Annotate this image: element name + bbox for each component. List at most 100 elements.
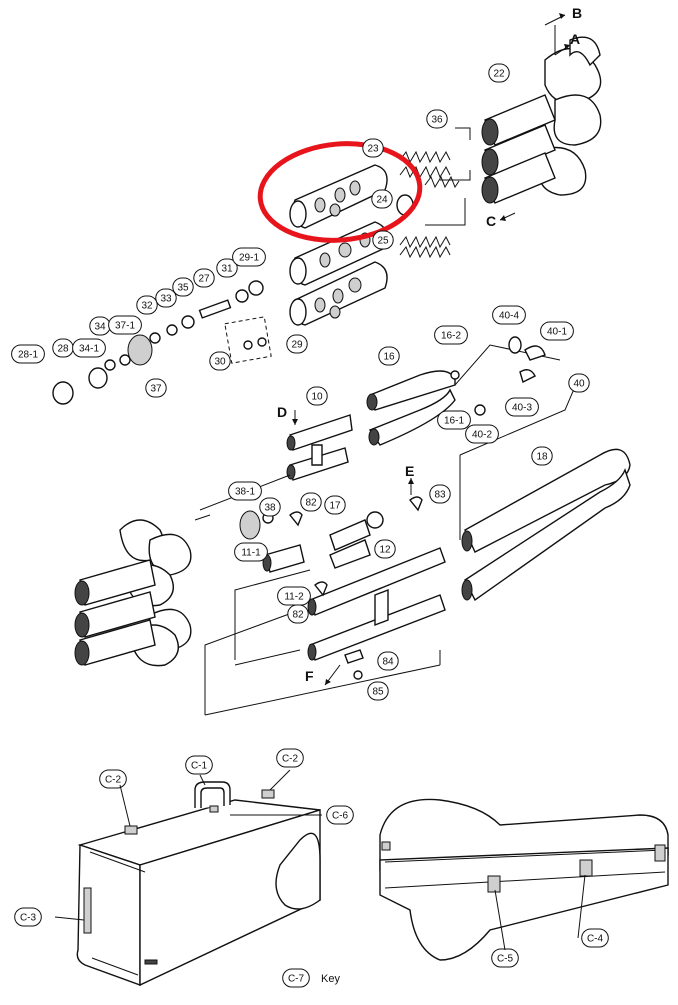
callout-bubble (216, 258, 238, 278)
callout-text: 11-2 (284, 592, 304, 603)
callout-83: 83 (429, 484, 451, 504)
callout-bubble (426, 109, 448, 129)
piston-25 (289, 261, 388, 326)
callout-bubble (300, 492, 322, 512)
callout-11-1: 11-1 (234, 542, 268, 562)
callout-bubble (193, 268, 215, 288)
pistons (289, 164, 388, 326)
arrow-label-d: D (277, 404, 287, 420)
callout-text: C-7 (288, 974, 305, 985)
callout-c-5: C-5 (491, 948, 519, 968)
callout-bubble (429, 484, 451, 504)
shaped-case (379, 798, 669, 961)
callout-c-2b: C-2 (276, 748, 304, 768)
arrow-label-c: C (486, 213, 496, 229)
callout-40: 40 (568, 373, 590, 393)
callout-bubble (145, 378, 167, 398)
callout-25: 25 (372, 230, 394, 250)
callout-text: 37-1 (115, 321, 135, 332)
callout-text: 27 (198, 274, 210, 285)
callout-text: 17 (329, 501, 341, 512)
callout-29: 29 (286, 334, 308, 354)
callout-12: 12 (374, 539, 396, 559)
callout-bubble (540, 321, 574, 341)
arrow-label-b: B (572, 5, 582, 21)
case-leader-lines (54, 769, 586, 951)
callout-28-1: 28-1 (11, 344, 45, 364)
callout-bubble (362, 138, 384, 158)
callout-38: 38 (259, 497, 281, 517)
callout-text: 16-1 (444, 416, 464, 427)
callout-23: 23 (362, 138, 384, 158)
callout-bubble (286, 334, 308, 354)
callout-40-4: 40-4 (492, 305, 526, 325)
callout-32: 32 (136, 295, 158, 315)
callout-c-4: C-4 (581, 928, 609, 948)
callout-c-7: C-7 (282, 968, 310, 988)
small-parts (289, 336, 546, 680)
callout-82a: 82 (300, 492, 322, 512)
callout-text: 29 (291, 340, 303, 351)
callout-10: 10 (306, 386, 328, 406)
slides (262, 370, 631, 661)
callout-text: C-3 (20, 913, 37, 924)
callout-bubble (568, 373, 590, 393)
callout-27: 27 (193, 268, 215, 288)
callout-bubble (136, 295, 158, 315)
callout-text: 33 (160, 294, 172, 305)
callout-text: 84 (382, 657, 394, 668)
callout-bubble (488, 63, 510, 83)
callout-text: 35 (177, 283, 189, 294)
callout-text: C-4 (587, 934, 604, 945)
callout-bubble (372, 230, 394, 250)
callout-31: 31 (216, 258, 238, 278)
callout-text: 16 (383, 352, 395, 363)
springs (396, 150, 460, 259)
callout-bubble (371, 189, 393, 209)
callout-text: 31 (221, 264, 233, 275)
callout-34: 34 (89, 316, 111, 336)
callout-text: 40-2 (472, 430, 492, 441)
manifold-assembly (425, 25, 602, 226)
callout-text: 40-4 (499, 311, 519, 322)
callout-text: 25 (377, 236, 389, 247)
callout-85: 85 (367, 681, 389, 701)
callout-text: 18 (536, 452, 548, 463)
callout-bubble (492, 305, 526, 325)
arrow-label-a: A (570, 31, 580, 47)
callout-bubble (505, 397, 539, 417)
callout-text: 36 (431, 115, 443, 126)
callout-bubble (108, 315, 142, 335)
callout-36: 36 (426, 109, 448, 129)
callout-text: 40-1 (547, 327, 567, 338)
callout-c-6: C-6 (326, 805, 354, 825)
callout-bubble (324, 495, 346, 515)
callout-bubble (228, 481, 262, 501)
callout-37: 37 (145, 378, 167, 398)
lower-manifold (74, 510, 274, 667)
callout-18: 18 (531, 446, 553, 466)
callout-text: 40-3 (512, 403, 532, 414)
callout-37-1: 37-1 (108, 315, 142, 335)
callout-24: 24 (371, 189, 393, 209)
callout-bubble (259, 497, 281, 517)
callout-40-2: 40-2 (465, 424, 499, 444)
callout-text: 82 (292, 610, 304, 621)
callout-text: 83 (434, 490, 446, 501)
callout-text: C-2 (282, 754, 299, 765)
callout-29-1: 29-1 (232, 247, 266, 267)
callout-40-3: 40-3 (505, 397, 539, 417)
callout-text: 38-1 (235, 487, 255, 498)
callout-text: 28 (57, 344, 69, 355)
callout-17: 17 (324, 495, 346, 515)
callout-text: 24 (376, 195, 388, 206)
callout-bubble (11, 344, 45, 364)
callout-bubble (234, 542, 268, 562)
callout-text: 32 (141, 301, 153, 312)
arrow-label-f: F (305, 668, 314, 684)
callout-bubble (232, 247, 266, 267)
callout-bubble (155, 288, 177, 308)
callout-bubble (99, 769, 127, 789)
